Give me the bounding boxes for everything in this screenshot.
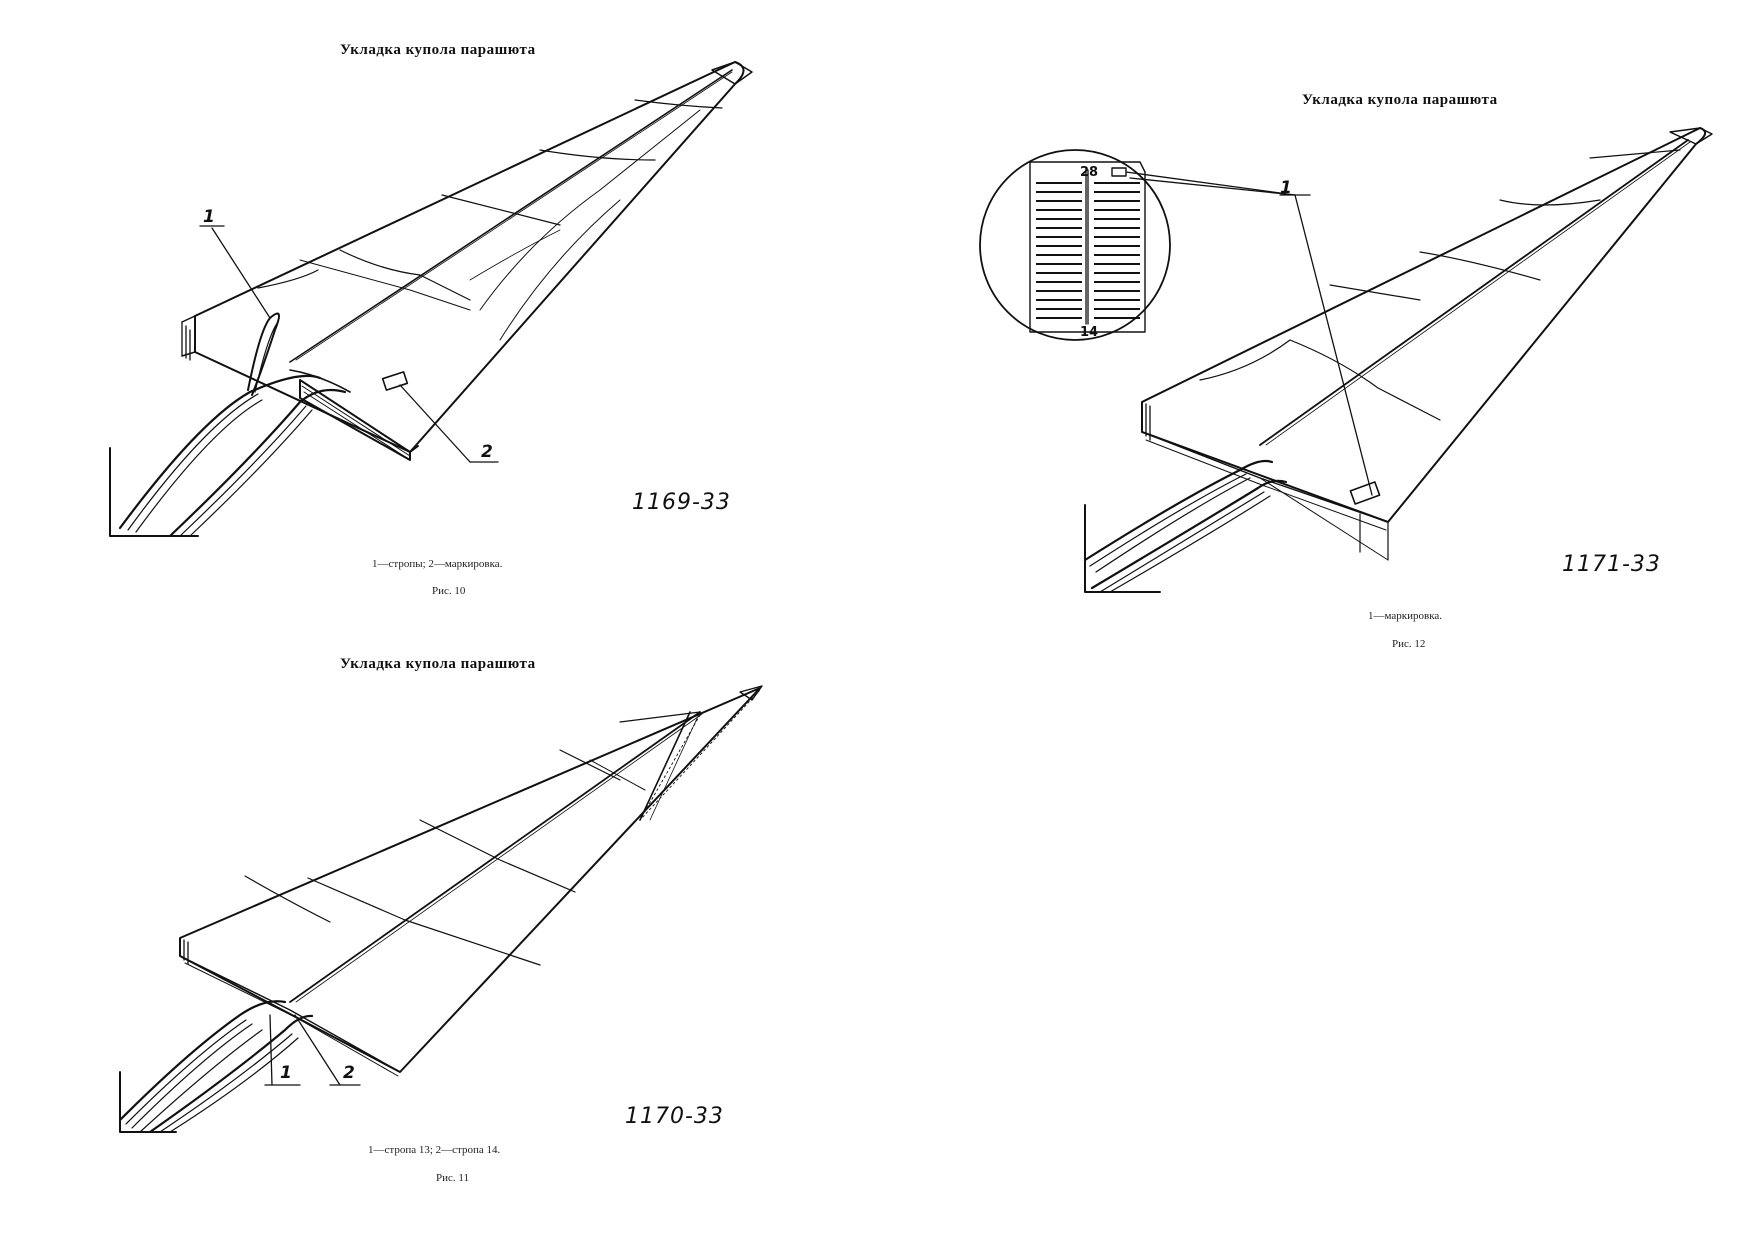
figure-label: Рис. 12 [1392,638,1426,650]
figure-caption: 1—стропы; 2—маркировка. [372,558,503,570]
parachute-canopy-drawing [979,127,1713,593]
figure-11: Укладка купола парашюта [0,620,800,1239]
figure-label: Рис. 11 [436,1172,469,1184]
figure-caption: 1—маркировка. [1368,610,1443,622]
drawing-number: 1170-33 [625,1104,724,1129]
figure-title: Укладка купола парашюта [340,42,536,58]
figure-title: Укладка купола парашюта [1302,92,1498,108]
figure-10: Укладка купола парашюта [0,0,800,620]
figure-caption: 1—стропа 13; 2—стропа 14. [368,1144,501,1156]
figure-12: Укладка купола парашюта [900,0,1752,700]
callout-1: 1 [1280,178,1292,198]
marking-number-top: 28 [1080,165,1099,180]
marking-stripes [1036,182,1140,322]
parachute-canopy-drawing [118,685,763,1134]
figure-title: Укладка купола парашюта [340,656,536,672]
drawing-number: 1169-33 [632,490,731,515]
drawing-number: 1171-33 [1562,552,1661,577]
figure-label: Рис. 10 [432,585,466,597]
callout-2: 2 [343,1063,355,1083]
parachute-canopy-drawing [109,61,753,538]
callout-2: 2 [481,442,493,462]
callout-1: 1 [280,1063,292,1083]
callout-1: 1 [203,207,215,227]
marking-number-bottom: 14 [1080,325,1099,340]
